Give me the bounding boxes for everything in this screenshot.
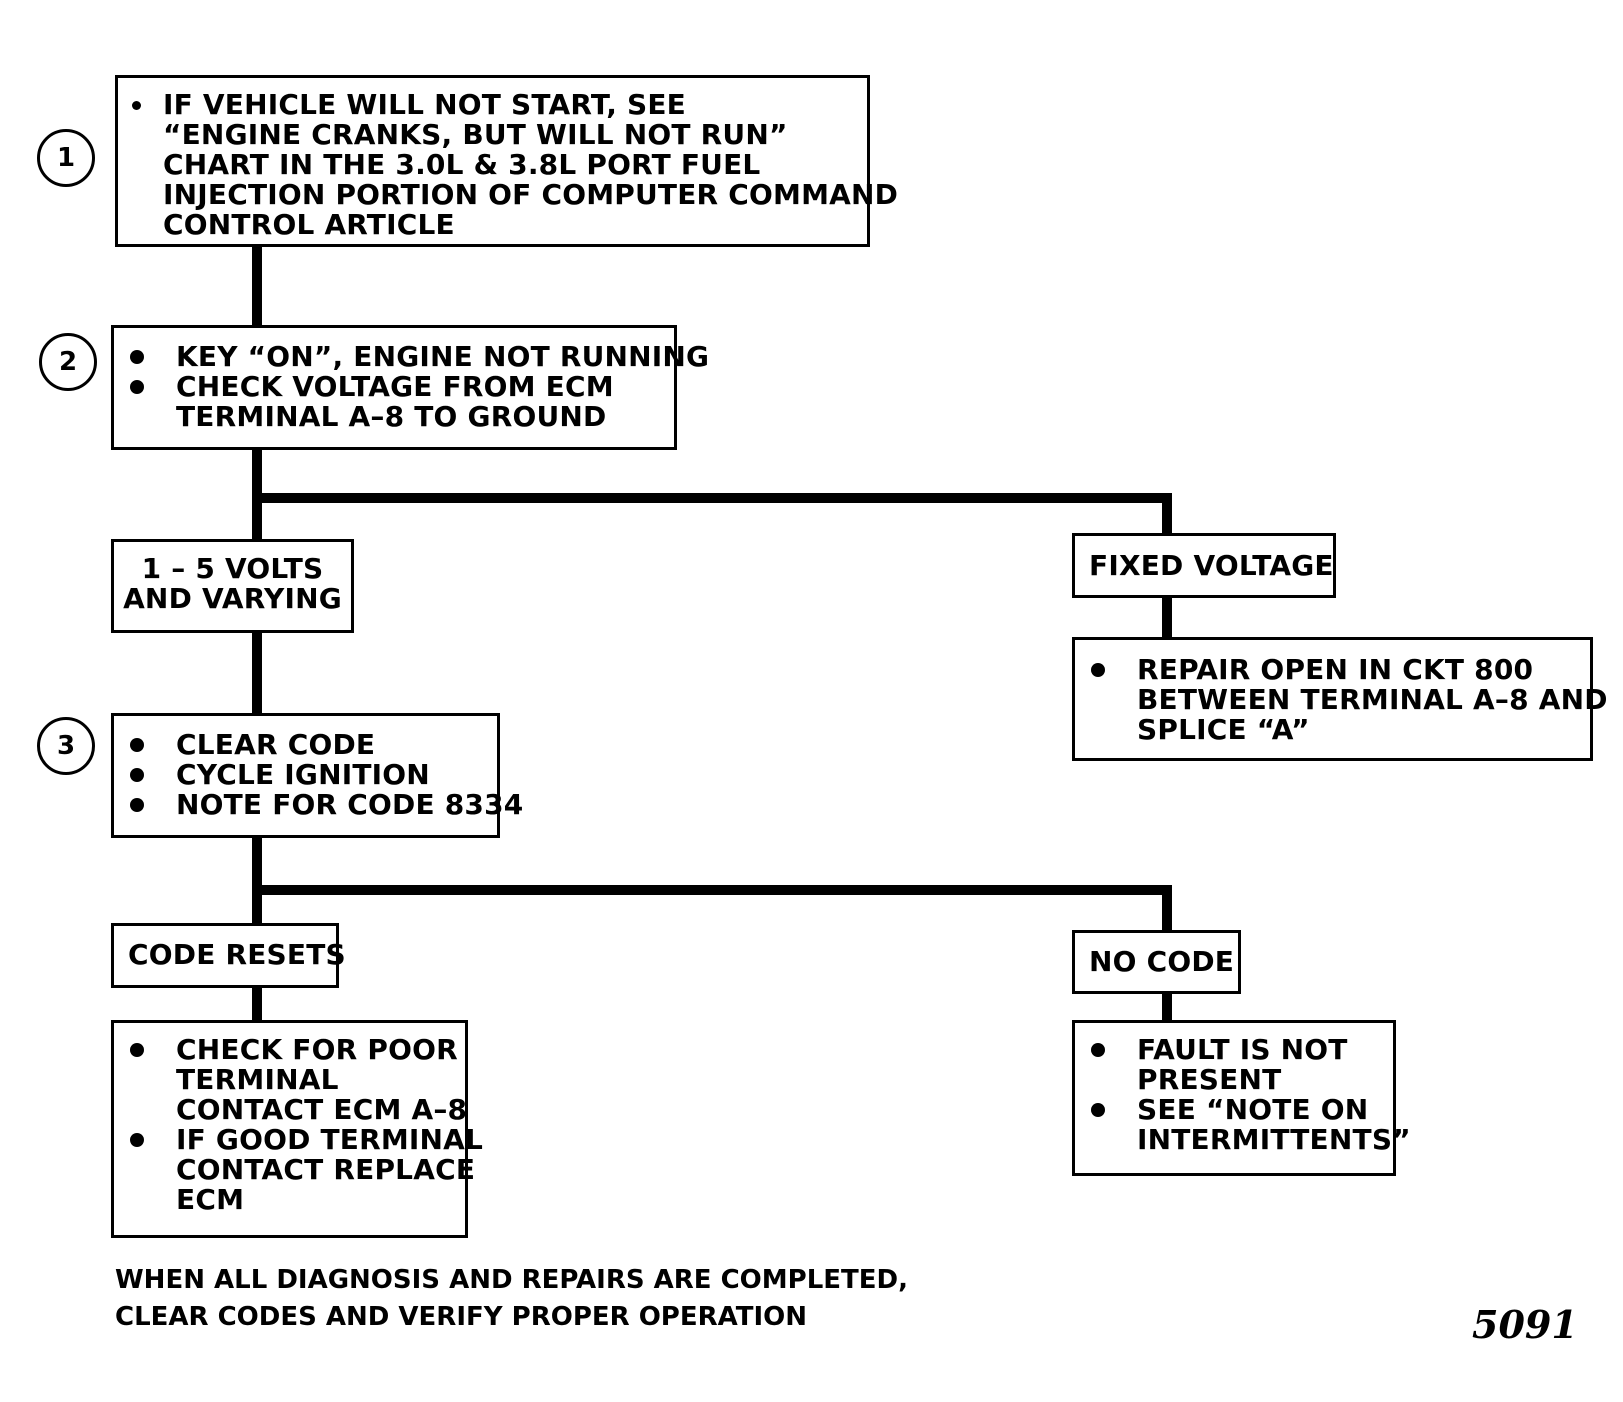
repair-open-line-3: SPLICE “A” [1137,713,1310,746]
fault-not-present-box: FAULT IS NOT PRESENT SEE “NOTE ON INTERM… [1072,1020,1411,1176]
cycle-ignition-line: CYCLE IGNITION [176,758,430,791]
fixed-voltage-label: FIXED VOLTAGE [1089,549,1334,582]
key-on-line: KEY “ON”, ENGINE NOT RUNNING [176,340,710,373]
no-code-label: NO CODE [1089,945,1235,978]
code-resets-label: CODE RESETS [128,938,346,971]
volts-varying-line-1: 1 – 5 VOLTS [141,552,324,585]
note-for-code-line: NOTE FOR CODE 8334 [176,788,524,821]
completion-note-line-1: WHEN ALL DIAGNOSIS AND REPAIRS ARE COMPL… [115,1265,908,1295]
bullet-icon [132,101,141,110]
step-1-circle: 1 [37,129,95,187]
bullet-icon [130,350,144,364]
repair-open-circuit-box: REPAIR OPEN IN CKT 800 BETWEEN TERMINAL … [1072,637,1608,761]
code-resets-box: CODE RESETS [111,923,346,988]
vehicle-start-line-1: IF VEHICLE WILL NOT START, SEE [163,88,687,121]
bullet-icon [130,380,144,394]
repair-open-line-1: REPAIR OPEN IN CKT 800 [1137,653,1534,686]
step-3-circle: 3 [37,717,95,775]
fault-not-present-line-1: FAULT IS NOT [1137,1033,1348,1066]
vehicle-will-not-start-box: IF VEHICLE WILL NOT START, SEE “ENGINE C… [115,75,898,247]
step-1-number: 1 [56,143,76,173]
fault-not-present-line-2: PRESENT [1137,1063,1282,1096]
replace-ecm-line-3: ECM [176,1183,245,1216]
step-2-circle: 2 [39,333,97,391]
see-note-line-2: INTERMITTENTS” [1137,1123,1411,1156]
completion-note-line-2: CLEAR CODES AND VERIFY PROPER OPERATION [115,1302,808,1332]
vehicle-start-line-4: INJECTION PORTION OF COMPUTER COMMAND [163,178,899,211]
clear-code-cycle-ignition-box: CLEAR CODE CYCLE IGNITION NOTE FOR CODE … [111,713,523,838]
bullet-icon [1091,1043,1105,1057]
check-voltage-line-2: TERMINAL A–8 TO GROUND [176,400,607,433]
bullet-icon [130,738,144,752]
figure-number: 5091 [1472,1302,1578,1347]
check-terminal-line-3: CONTACT ECM A–8 [176,1093,468,1126]
volts-varying-box: 1 – 5 VOLTS AND VARYING [111,539,354,633]
completion-note: WHEN ALL DIAGNOSIS AND REPAIRS ARE COMPL… [115,1262,908,1336]
vehicle-start-line-5: CONTROL ARTICLE [163,208,455,241]
check-terminal-line-1: CHECK FOR POOR [176,1033,458,1066]
check-terminal-line-2: TERMINAL [176,1063,339,1096]
step-2-number: 2 [58,347,78,377]
bullet-icon [130,1043,144,1057]
volts-varying-line-2: AND VARYING [123,582,342,615]
fixed-voltage-box: FIXED VOLTAGE [1072,533,1336,598]
see-note-line-1: SEE “NOTE ON [1137,1093,1369,1126]
clear-code-line: CLEAR CODE [176,728,376,761]
bullet-icon [1091,1103,1105,1117]
bullet-icon [130,798,144,812]
replace-ecm-line-1: IF GOOD TERMINAL [176,1123,484,1156]
step-3-number: 3 [56,731,76,761]
check-poor-terminal-box: CHECK FOR POOR TERMINAL CONTACT ECM A–8 … [111,1020,483,1238]
vehicle-start-line-2: “ENGINE CRANKS, BUT WILL NOT RUN” [163,118,788,151]
vehicle-start-line-3: CHART IN THE 3.0L & 3.8L PORT FUEL [163,148,761,181]
repair-open-line-2: BETWEEN TERMINAL A–8 AND [1137,683,1608,716]
bullet-icon [1091,663,1105,677]
bullet-icon [130,768,144,782]
check-voltage-line-1: CHECK VOLTAGE FROM ECM [176,370,614,403]
bullet-icon [130,1133,144,1147]
replace-ecm-line-2: CONTACT REPLACE [176,1153,476,1186]
no-code-box: NO CODE [1072,930,1241,994]
key-on-check-voltage-box: KEY “ON”, ENGINE NOT RUNNING CHECK VOLTA… [111,325,709,450]
